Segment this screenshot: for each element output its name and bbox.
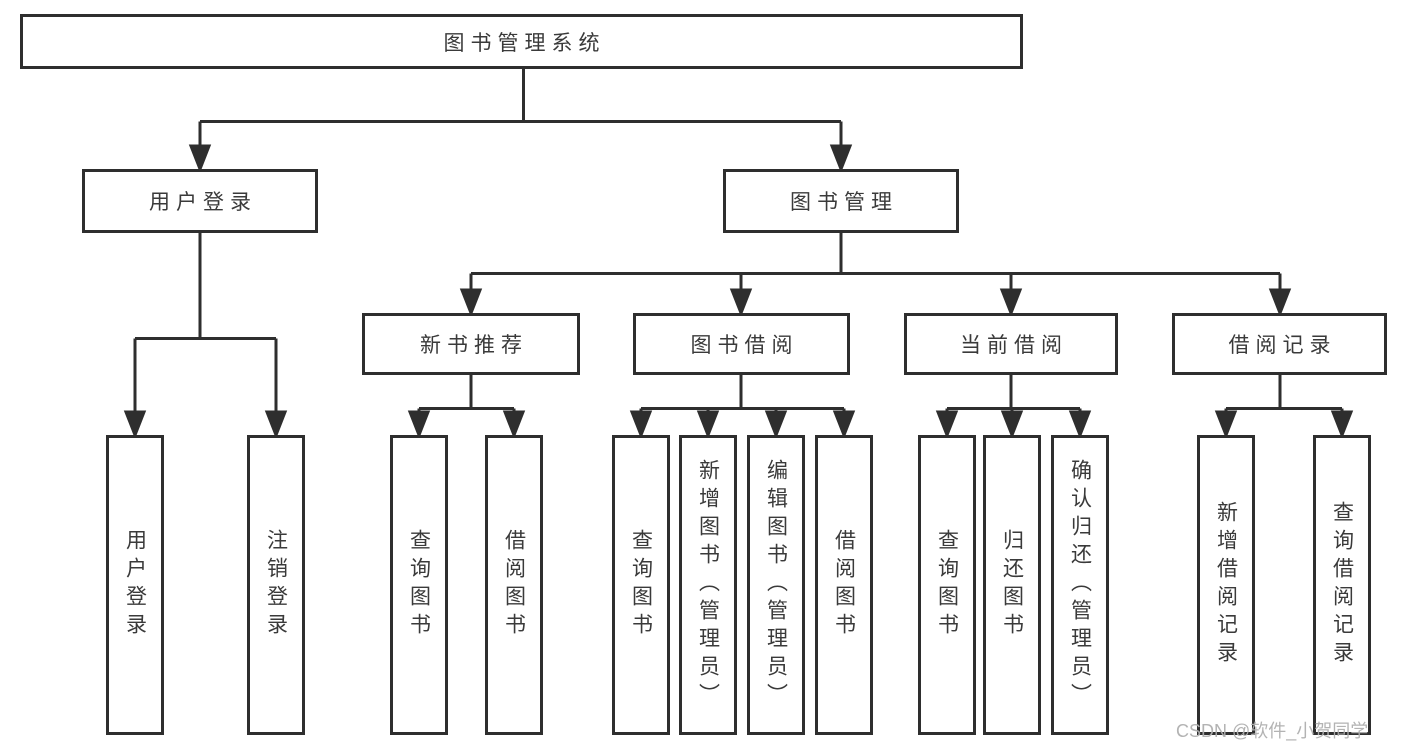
node-book-management-label: 图书管理 xyxy=(790,191,898,214)
connector-root-to-level2 xyxy=(188,69,853,174)
arrowhead xyxy=(935,410,959,440)
node-root-label: 图书管理系统 xyxy=(443,31,606,55)
connector-user-login-children xyxy=(123,233,288,440)
connector-new-book-children xyxy=(407,375,526,440)
leaf-label: 查询图书 xyxy=(935,529,959,641)
arrowhead xyxy=(764,410,788,440)
arrowhead xyxy=(629,410,653,440)
node-new-book-recommend: 新书推荐 xyxy=(362,313,580,375)
node-leaf-confirm-return-admin: 确认归还（管理员） xyxy=(1051,435,1109,735)
node-user-login-label: 用户登录 xyxy=(149,191,257,214)
leaf-label: 注销登录 xyxy=(264,529,288,641)
arrowhead xyxy=(459,288,483,318)
arrowhead xyxy=(1214,410,1238,440)
connector-book-mgmt-children xyxy=(459,233,1292,318)
node-book-borrow-label: 图书借阅 xyxy=(690,334,799,357)
node-current-borrow-label: 当前借阅 xyxy=(960,334,1068,357)
node-borrow-records-label: 借阅记录 xyxy=(1228,334,1337,357)
csdn-watermark: CSDN @软件_小贺同学 xyxy=(1176,721,1369,741)
arrowhead xyxy=(502,410,526,440)
leaf-label: 新增借阅记录 xyxy=(1214,501,1238,669)
arrowhead xyxy=(1268,288,1292,318)
leaf-label: 新增图书（管理员） xyxy=(696,459,720,711)
node-leaf-return-books: 归还图书 xyxy=(983,435,1041,735)
node-current-borrow: 当前借阅 xyxy=(904,313,1118,375)
arrowhead xyxy=(999,288,1023,318)
leaf-label: 编辑图书（管理员） xyxy=(764,459,788,711)
leaf-label: 查询图书 xyxy=(407,529,431,641)
arrowhead xyxy=(832,410,856,440)
node-leaf-edit-book-admin: 编辑图书（管理员） xyxy=(747,435,805,735)
node-leaf-logout: 注销登录 xyxy=(247,435,305,735)
node-user-login: 用户登录 xyxy=(82,169,318,233)
node-leaf-borrow-books-borrow: 借阅图书 xyxy=(815,435,873,735)
arrowhead xyxy=(729,288,753,318)
arrowhead xyxy=(696,410,720,440)
arrowhead xyxy=(264,410,288,440)
leaf-label: 借阅图书 xyxy=(502,529,526,641)
node-leaf-borrow-books-recommend: 借阅图书 xyxy=(485,435,543,735)
arrowhead xyxy=(123,410,147,440)
node-root: 图书管理系统 xyxy=(20,14,1023,69)
node-leaf-query-books-borrow: 查询图书 xyxy=(612,435,670,735)
connector-book-borrow-children xyxy=(629,375,856,440)
leaf-label: 确认归还（管理员） xyxy=(1068,459,1092,711)
arrowhead xyxy=(1000,410,1024,440)
node-leaf-add-book-admin: 新增图书（管理员） xyxy=(679,435,737,735)
arrowhead xyxy=(1068,410,1092,440)
arrowhead xyxy=(829,144,853,174)
leaf-label: 查询图书 xyxy=(629,529,653,641)
node-leaf-user-login: 用户登录 xyxy=(106,435,164,735)
node-leaf-add-borrow-record: 新增借阅记录 xyxy=(1197,435,1255,735)
node-leaf-query-books-recommend: 查询图书 xyxy=(390,435,448,735)
node-leaf-query-books-current: 查询图书 xyxy=(918,435,976,735)
arrowhead xyxy=(1330,410,1354,440)
leaf-label: 归还图书 xyxy=(1000,529,1024,641)
node-borrow-records: 借阅记录 xyxy=(1172,313,1387,375)
node-book-management: 图书管理 xyxy=(723,169,959,233)
node-new-book-recommend-label: 新书推荐 xyxy=(420,334,528,357)
arrowhead xyxy=(407,410,431,440)
leaf-label: 借阅图书 xyxy=(832,529,856,641)
node-leaf-query-borrow-record: 查询借阅记录 xyxy=(1313,435,1371,735)
arrowhead xyxy=(188,144,212,174)
leaf-label: 查询借阅记录 xyxy=(1330,501,1354,669)
connector-borrow-records-children xyxy=(1214,375,1354,440)
leaf-label: 用户登录 xyxy=(123,529,147,641)
node-book-borrow: 图书借阅 xyxy=(633,313,850,375)
connector-current-borrow-children xyxy=(935,375,1092,440)
